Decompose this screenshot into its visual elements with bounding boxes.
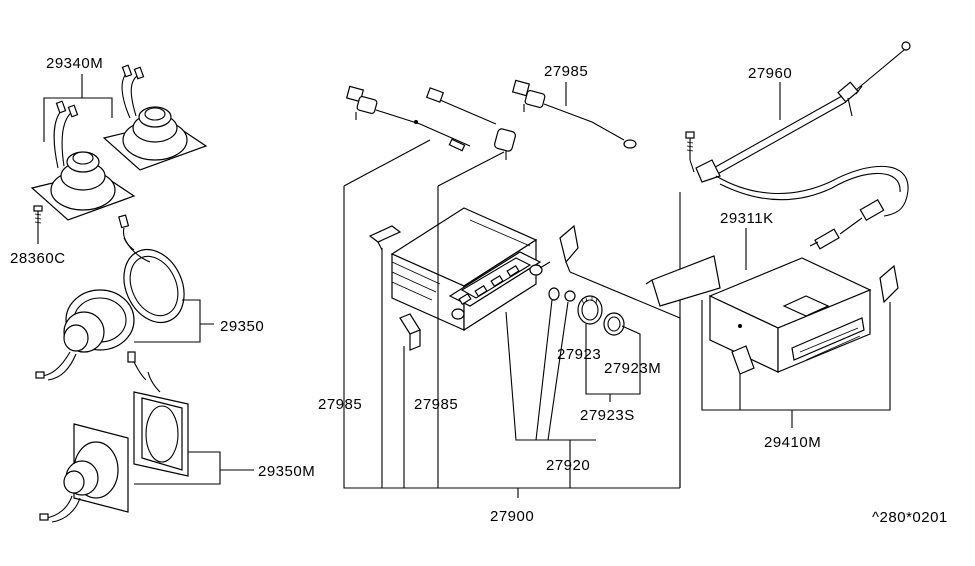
diagram-code: ^280*0201 <box>872 509 948 526</box>
label-27985-top: 27985 <box>544 63 588 80</box>
radio-bracket-lower <box>399 313 421 351</box>
leader-27920 <box>505 311 596 441</box>
screw-28360C <box>33 205 43 244</box>
nut <box>564 290 576 302</box>
label-28360C: 28360C <box>10 250 66 267</box>
amp-bracket-right <box>879 264 899 310</box>
cable-27985-left <box>345 85 471 152</box>
leader-29340M <box>43 74 113 142</box>
cable-27985-right <box>511 79 637 149</box>
radio-bracket-right <box>559 224 579 273</box>
rear-speaker-pair <box>30 64 208 221</box>
label-27923: 27923 <box>557 346 601 363</box>
leader-27920-nut <box>547 301 569 441</box>
knob-27923M <box>603 312 625 336</box>
label-27920: 27920 <box>546 457 590 474</box>
label-27923M: 27923M <box>604 360 661 377</box>
leader-27900-base <box>343 186 680 489</box>
label-27985-middle: 27985 <box>414 396 458 413</box>
leader-29350M <box>134 451 254 485</box>
knob-27923 <box>577 295 603 325</box>
label-27900: 27900 <box>490 508 534 525</box>
cable-27985-middle <box>425 87 516 160</box>
leader-cable-left <box>343 139 431 187</box>
amp-bracket-left <box>645 255 721 307</box>
speaker-29350 <box>35 214 185 381</box>
washer <box>548 287 560 301</box>
leader-29410M <box>701 300 891 411</box>
antenna-27960 <box>685 41 911 250</box>
leader-27920-washer <box>535 299 553 441</box>
label-29410M: 29410M <box>764 434 821 451</box>
leader-cable-middle <box>437 151 505 488</box>
amp-bracket-lower <box>731 345 755 380</box>
label-27960: 27960 <box>748 65 792 82</box>
amplifier-29311K <box>708 257 872 373</box>
radio-bracket-left <box>368 225 402 251</box>
label-27985-left: 27985 <box>318 396 362 413</box>
speaker-29350M <box>39 351 189 523</box>
radio-unit <box>390 207 551 332</box>
label-29350: 29350 <box>220 318 264 335</box>
leader-29350 <box>134 299 214 343</box>
label-27923S: 27923S <box>580 407 635 424</box>
label-29350M: 29350M <box>258 463 315 480</box>
leader-27923S <box>585 324 641 395</box>
label-29340M: 29340M <box>46 55 103 72</box>
label-29311K: 29311K <box>720 210 774 227</box>
